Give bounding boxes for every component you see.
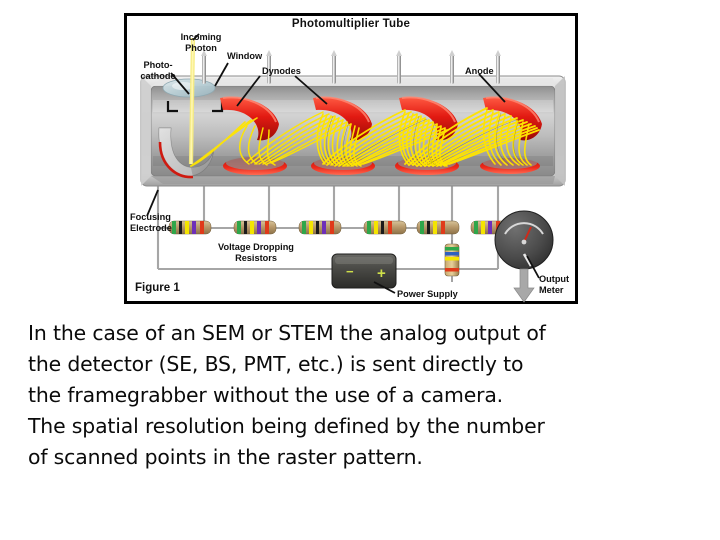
body-line-5: of scanned points in the raster pattern.	[28, 445, 423, 469]
battery-negative-symbol: −	[346, 264, 354, 279]
label-incoming-photon: Incoming Photon	[180, 32, 222, 53]
output-meter	[494, 210, 554, 303]
body-line-3: the framegrabber without the use of a ca…	[28, 383, 504, 407]
figure-number: Figure 1	[135, 282, 180, 294]
resistor-5	[416, 220, 460, 235]
body-line-2: the detector (SE, BS, PMT, etc.) is sent…	[28, 352, 524, 376]
label-focusing-electrode: Focusing Electrode	[130, 212, 172, 233]
resistor-3	[298, 220, 342, 235]
pin-6	[495, 50, 501, 84]
connector-pins	[201, 50, 501, 84]
pin-4	[396, 50, 402, 84]
dynode-upper-1	[220, 96, 279, 141]
cascade-streaks	[326, 112, 526, 167]
photomultiplier-diagram-graphic: − +	[140, 33, 566, 303]
power-supply-battery: − +	[331, 253, 397, 289]
photocathode-window	[162, 78, 216, 98]
incoming-photon-beam	[188, 37, 196, 165]
label-window: Window	[227, 51, 263, 61]
label-power-supply: Power Supply	[397, 289, 458, 299]
voltage-dropping-resistors	[168, 220, 514, 235]
photomultiplier-figure: − +	[124, 13, 578, 304]
load-component	[444, 240, 460, 282]
resistor-2	[233, 220, 277, 235]
pin-1	[201, 50, 207, 84]
pin-3	[331, 50, 337, 84]
body-line-4: The spatial resolution being defined by …	[28, 414, 545, 438]
label-dynodes: Dynodes	[262, 66, 301, 76]
figure-inner: − +	[127, 16, 575, 303]
label-voltage-dropping-resistors: Voltage Dropping Resistors	[218, 242, 294, 263]
pin-2	[266, 50, 272, 84]
figure-title: Photomultiplier Tube	[291, 18, 411, 30]
pin-5	[449, 50, 455, 84]
electron-cascade	[190, 107, 540, 167]
body-line-1: In the case of an SEM or STEM the analog…	[28, 321, 546, 345]
resistor-4	[363, 220, 407, 235]
label-anode: Anode	[465, 66, 494, 76]
label-photocathode: Photo- cathode	[140, 60, 176, 81]
label-output-meter: Output Meter	[539, 274, 570, 295]
battery-positive-symbol: +	[377, 265, 386, 282]
body-paragraph: In the case of an SEM or STEM the analog…	[28, 318, 700, 473]
resistor-1	[168, 220, 212, 235]
dynode-upper-2	[313, 96, 372, 141]
label-leader-lines	[146, 33, 540, 294]
